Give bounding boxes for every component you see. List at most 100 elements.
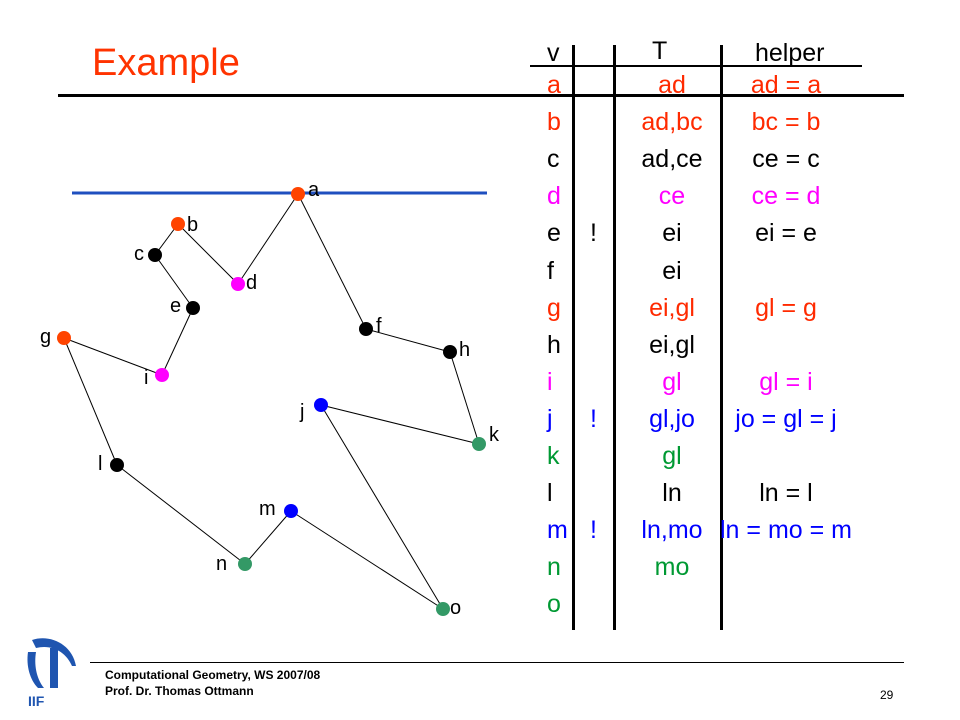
- table-cell-T: ad: [658, 71, 686, 99]
- iif-logo-icon: IIF: [27, 638, 76, 709]
- table-cell-v: a: [547, 71, 561, 99]
- table-cell-v: b: [547, 108, 561, 137]
- vertex-j: [314, 398, 328, 412]
- edge-hk: [449, 351, 480, 445]
- table-cell-helper: jo = gl = j: [735, 404, 837, 433]
- table-cell-mark: !: [590, 219, 597, 248]
- table-cell-T: ei: [662, 219, 682, 248]
- vertex-o: [436, 602, 450, 616]
- vertex-label-i: i: [144, 367, 148, 389]
- edge-af: [297, 193, 367, 330]
- vertex-g: [57, 331, 71, 345]
- header-v: v: [547, 39, 560, 67]
- table-cell-T: ei,gl: [649, 293, 695, 322]
- table-cell-mark: !: [590, 404, 597, 433]
- table-cell-T: ei: [662, 256, 682, 285]
- vertex-d: [231, 277, 245, 291]
- vertex-k: [472, 437, 486, 451]
- header-helper: helper: [755, 39, 825, 67]
- edge-kj: [320, 404, 480, 445]
- table-cell-v: g: [547, 293, 561, 322]
- edge-ec: [154, 254, 194, 309]
- table-cell-v: h: [547, 330, 561, 359]
- vertex-m: [284, 504, 298, 518]
- footer-author: Prof. Dr. Thomas Ottmann: [105, 684, 254, 698]
- slide-title: Example: [92, 42, 240, 84]
- edge-om: [290, 510, 444, 610]
- header-T: T: [652, 37, 668, 65]
- vertex-label-h: h: [459, 339, 470, 361]
- table-cell-T: ad,ce: [641, 145, 703, 174]
- vertex-b: [171, 217, 185, 231]
- table-cell-helper: ad = a: [750, 71, 822, 99]
- logo-text: IIF: [28, 693, 45, 709]
- vertex-label-m: m: [259, 498, 276, 520]
- table-cell-helper: ce = d: [751, 182, 821, 211]
- table-cell-v: n: [547, 553, 561, 582]
- vertex-e: [186, 301, 200, 315]
- table-cell-helper: bc = b: [751, 108, 821, 137]
- edge-da: [237, 193, 299, 285]
- table-cell-v: d: [547, 182, 561, 211]
- vertex-label-o: o: [450, 597, 461, 619]
- table-cell-T: ad,bc: [641, 108, 703, 137]
- vertex-label-k: k: [489, 424, 500, 446]
- table-cell-helper: gl = i: [759, 367, 813, 396]
- table-cell-v: f: [547, 256, 554, 285]
- vertex-label-b: b: [187, 214, 198, 236]
- vertex-label-c: c: [134, 243, 144, 265]
- table-cell-helper: ln = l: [759, 479, 813, 508]
- table-cell-T: ce: [658, 182, 686, 211]
- table-cell-v: k: [547, 442, 560, 470]
- table-cell-helper: ln = mo = m: [720, 516, 852, 545]
- table-column-divider-3: [720, 45, 723, 630]
- vertex-label-l: l: [98, 453, 102, 475]
- vertex-l: [110, 458, 124, 472]
- vertex-f: [359, 322, 373, 336]
- table-cell-helper: ce = c: [752, 145, 820, 174]
- edge-fh: [365, 328, 451, 353]
- table-cell-v: i: [547, 367, 553, 396]
- vertex-label-d: d: [246, 272, 257, 294]
- vertex-a: [291, 187, 305, 201]
- table-cell-v: l: [547, 479, 553, 508]
- table-cell-T: ln: [662, 479, 682, 508]
- table-cell-v: c: [547, 145, 560, 174]
- vertex-label-n: n: [216, 553, 227, 575]
- vertex-n: [238, 557, 252, 571]
- edge-mn: [244, 510, 292, 565]
- footer-course: Computational Geometry, WS 2007/08: [105, 668, 321, 682]
- edge-bd: [177, 223, 239, 285]
- edge-lg: [63, 337, 118, 466]
- edge-ie: [161, 307, 194, 376]
- footer-rule: [90, 662, 904, 663]
- table-cell-v: m: [547, 516, 568, 545]
- table-column-divider-2: [613, 45, 616, 630]
- vertex-label-j: j: [299, 401, 304, 423]
- table-column-divider-1: [572, 45, 575, 630]
- table-cell-T: gl: [662, 367, 682, 396]
- table-cell-v: o: [547, 590, 561, 619]
- vertex-h: [443, 345, 457, 359]
- edge-jo: [320, 404, 444, 610]
- table-cell-v: e: [547, 219, 561, 248]
- table-cell-T: ei,gl: [649, 330, 695, 359]
- table-cell-T: gl,jo: [649, 404, 695, 433]
- table-cell-mark: !: [590, 516, 597, 545]
- vertex-label-e: e: [170, 295, 181, 317]
- table-cell-v: j: [547, 404, 553, 433]
- table-cell-T: ln,mo: [641, 516, 703, 545]
- page-number: 29: [880, 688, 894, 702]
- table-cell-T: gl: [662, 442, 682, 470]
- vertex-i: [155, 368, 169, 382]
- title-rule: [58, 94, 904, 97]
- table-cell-helper: gl = g: [755, 293, 817, 322]
- vertex-label-g: g: [40, 326, 51, 348]
- table-cell-T: mo: [654, 553, 690, 582]
- table-header-rule: [530, 65, 862, 67]
- vertex-label-a: a: [308, 179, 320, 201]
- table-cell-helper: ei = e: [755, 219, 817, 248]
- vertex-c: [148, 248, 162, 262]
- edge-gi: [63, 337, 163, 376]
